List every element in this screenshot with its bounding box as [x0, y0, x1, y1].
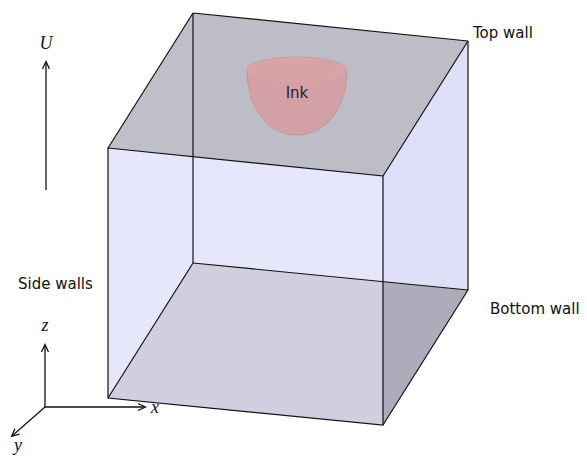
wall-label: Side walls — [18, 277, 93, 292]
velocity-label: U — [40, 34, 53, 52]
ink-label: Ink — [286, 86, 309, 101]
axis-label: x — [151, 398, 159, 416]
cube-edges — [108, 13, 468, 425]
wall-label: Bottom wall — [490, 302, 580, 317]
axis-label: y — [14, 436, 22, 454]
top-face — [108, 13, 468, 176]
axes — [12, 345, 145, 436]
velocity-arrow — [45, 62, 46, 190]
front-wall — [108, 148, 383, 425]
wall-label: Top wall — [473, 26, 533, 41]
ink-blob: Ink — [246, 56, 348, 136]
axis-label: z — [41, 316, 48, 334]
